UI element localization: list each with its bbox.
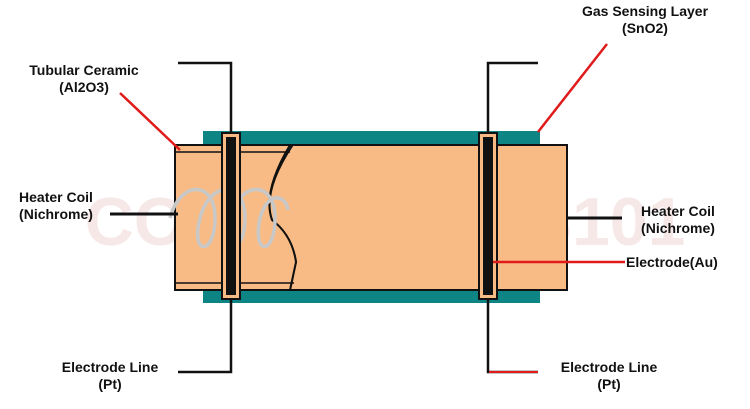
label-electrode-au: Electrode(Au) (626, 254, 738, 271)
ceramic-tube-body (268, 144, 568, 291)
label-heater-coil-right: Heater Coil (Nichrome) (626, 203, 730, 237)
label-gas-sensing-layer: Gas Sensing Layer (SnO2) (560, 3, 730, 37)
electrode-line-right-bottom (486, 299, 538, 374)
electrode-left (226, 137, 236, 295)
electrode-line-left-top (178, 61, 233, 133)
label-electrode-line-left: Electrode Line (Pt) (45, 359, 175, 393)
label-tubular-ceramic-name: Tubular Ceramic (29, 62, 139, 78)
label-electrode-line-right-material: (Pt) (597, 376, 621, 392)
label-heater-coil-right-name: Heater Coil (641, 203, 715, 219)
label-tubular-ceramic-formula: (Al2O3) (59, 79, 109, 95)
label-tubular-ceramic: Tubular Ceramic (Al2O3) (8, 62, 160, 96)
label-gas-sensing-layer-formula: (SnO2) (622, 20, 668, 36)
label-electrode-line-right: Electrode Line (Pt) (544, 359, 674, 393)
electrode-right (483, 137, 493, 295)
label-electrode-line-left-material: (Pt) (98, 376, 122, 392)
leader-tubular-ceramic (119, 92, 181, 151)
electrode-line-left-bottom (178, 299, 233, 374)
leader-gas-sensing-layer (537, 43, 608, 133)
label-heater-coil-left-name: Heater Coil (19, 189, 93, 205)
label-electrode-au-name: Electrode(Au) (626, 254, 718, 270)
label-gas-sensing-layer-name: Gas Sensing Layer (581, 3, 709, 19)
label-heater-coil-right-material: (Nichrome) (641, 220, 715, 236)
label-electrode-line-right-name: Electrode Line (560, 359, 658, 375)
label-heater-coil-left-material: (Nichrome) (19, 206, 93, 222)
label-heater-coil-left: Heater Coil (Nichrome) (6, 189, 106, 223)
label-electrode-line-left-name: Electrode Line (61, 359, 159, 375)
electrode-line-right-top (486, 61, 538, 133)
